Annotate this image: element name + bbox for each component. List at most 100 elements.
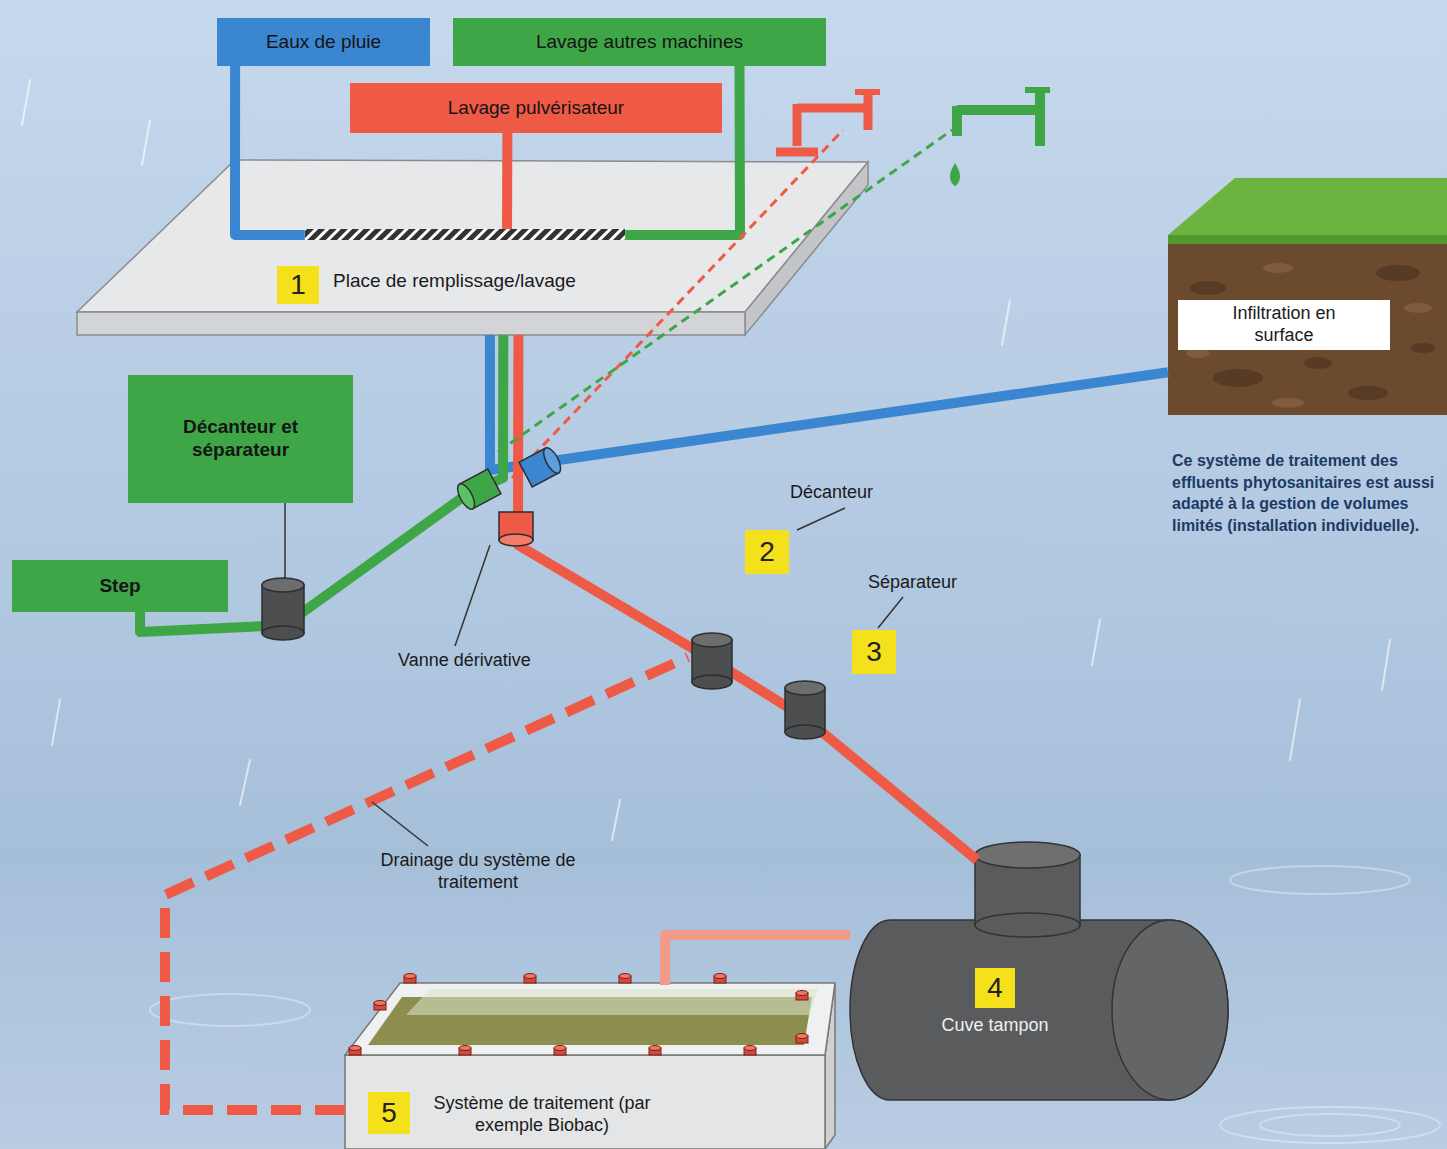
source-box: Lavage pulvérisateur — [350, 83, 722, 133]
diverter-valve — [454, 445, 564, 546]
box-label: Décanteur et séparateur — [166, 416, 316, 462]
bin-cap-top — [796, 991, 808, 996]
tap-post — [1035, 88, 1045, 146]
pipe-connector — [665, 935, 850, 985]
leader-lines — [285, 503, 903, 846]
ripple — [150, 994, 310, 1026]
soil-top — [1168, 178, 1447, 235]
tap-spout — [793, 104, 802, 146]
bin-cap-top — [404, 974, 416, 979]
tank-body — [850, 920, 1228, 1100]
part-label: Drainage du système de traitement — [372, 850, 584, 893]
pipe-connector — [235, 66, 305, 235]
tap-pipe — [957, 105, 1040, 115]
valve-blue — [519, 445, 564, 487]
buffer-tank: Cuve tampon — [850, 835, 1235, 1105]
callout-number: 1 — [277, 266, 319, 304]
drawing-ellipse — [1404, 303, 1432, 313]
tap-dashed-line — [498, 130, 952, 452]
node-label: Cuve tampon — [915, 1015, 1075, 1037]
leader-line — [284, 503, 286, 578]
bin-top — [345, 983, 835, 1055]
rain-streak — [1382, 640, 1390, 690]
note-text: Ce système de traitement des effluents p… — [1172, 450, 1440, 536]
pipe-connector — [490, 335, 1168, 470]
rain-streak — [612, 800, 620, 840]
ripple — [1230, 866, 1410, 894]
settler-cylinder — [692, 633, 732, 689]
bin-cap-top — [554, 1046, 566, 1051]
platform-front — [77, 312, 745, 335]
soil-block-outline — [1168, 178, 1447, 415]
cylinder-top — [785, 681, 825, 695]
drawing-ellipse — [1376, 265, 1420, 281]
bin-cap-top — [649, 1046, 661, 1051]
tap-spout — [952, 106, 962, 136]
valve-end — [454, 481, 478, 511]
tank-dome-top — [975, 842, 1080, 868]
soil-block: Infiltration en surface — [1168, 178, 1447, 415]
pipe-connector — [518, 335, 977, 860]
drain-grating — [305, 229, 625, 240]
cylinder-bottom — [785, 725, 825, 739]
bin-front — [345, 1055, 825, 1149]
red-tap — [776, 92, 880, 152]
tap-base — [776, 148, 818, 157]
treatment-bin: Système de traitement (par exemple Bioba… — [340, 975, 840, 1149]
rain-streak — [240, 760, 250, 805]
treatment-box: Décanteur et séparateur — [128, 375, 353, 503]
ripple — [1220, 1107, 1440, 1143]
ripple — [1260, 1114, 1400, 1136]
green-tap — [951, 88, 1050, 185]
pipe-connector — [625, 66, 740, 235]
bin-cap-top — [459, 1046, 471, 1051]
node-label: Infiltration en surface — [1178, 300, 1390, 350]
washing-platform: Place de remplissage/lavage — [77, 160, 868, 335]
bin-cap-top — [796, 1034, 808, 1039]
part-label: Décanteur — [790, 482, 873, 504]
water-drop — [951, 165, 959, 185]
leader-line — [797, 508, 845, 530]
drawing-ellipse — [1263, 263, 1293, 273]
bin-cap-top — [619, 974, 631, 979]
pipe-connector — [140, 335, 503, 632]
separator-cylinder — [785, 681, 825, 739]
bin-cover — [406, 989, 818, 1015]
cylinder-top — [262, 578, 304, 592]
node-label: Système de traitement (par exemple Bioba… — [432, 1093, 652, 1136]
leader-line — [455, 545, 490, 646]
bin-cap-top — [524, 974, 536, 979]
box-label: Lavage pulvérisateur — [448, 97, 624, 120]
soil-lip — [1168, 235, 1447, 244]
treatment-box: Step — [12, 560, 228, 612]
platform-side — [745, 162, 868, 335]
rain-streak — [1092, 620, 1100, 665]
rain-streak — [1002, 300, 1010, 345]
leader-line — [372, 802, 428, 846]
bin-cap-top — [744, 1046, 756, 1051]
settler-cylinder — [262, 578, 304, 640]
node-label: Place de remplissage/lavage — [333, 270, 1124, 293]
tap-handle — [855, 89, 880, 95]
rain-streak — [1290, 700, 1300, 760]
callout-number: 3 — [852, 630, 896, 674]
drawing-ellipse — [1213, 369, 1263, 387]
tap-pipe — [797, 104, 868, 113]
leader-line — [878, 597, 903, 628]
cylinder-bottom — [692, 675, 732, 689]
cylinder-top — [692, 633, 732, 647]
box-label: Eaux de pluie — [266, 31, 381, 54]
tap-handle — [1025, 87, 1050, 93]
washing-platform-outline — [77, 160, 868, 335]
pipe-connector — [502, 133, 512, 232]
valve-end — [540, 445, 564, 475]
drawing-ellipse — [1304, 357, 1332, 369]
bin-cap-top — [374, 1001, 386, 1006]
drawing-ellipse — [1348, 386, 1388, 400]
tap-dashed-line — [512, 130, 843, 478]
drawing-ellipse — [1411, 343, 1435, 353]
